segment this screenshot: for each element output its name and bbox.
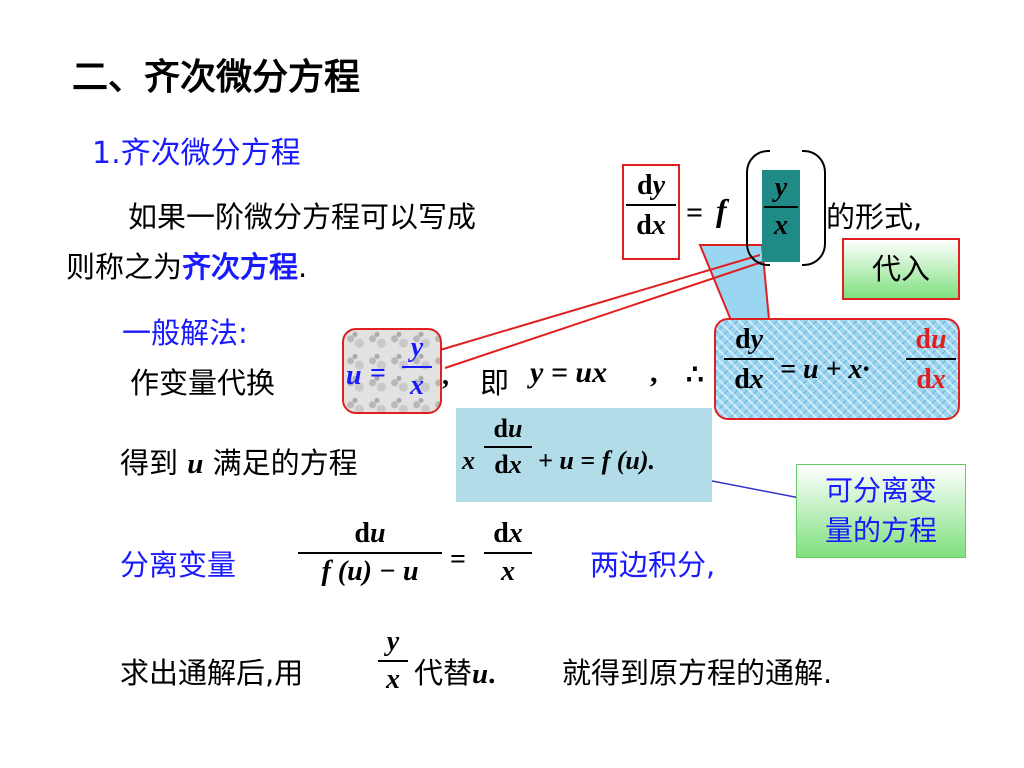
substitute-label-box: 代入 (842, 238, 960, 300)
sub-equals: = (370, 358, 386, 389)
change-variable-label: 作变量代换 (130, 366, 276, 400)
inner-highlight (762, 170, 800, 262)
eq1-f: f (716, 192, 727, 228)
conclusion-suffix: 就得到原方程的通解. (562, 656, 833, 690)
u-eq-x: x (462, 446, 475, 475)
get-u-line: 得到 u 满足的方程 (120, 446, 358, 480)
eq1-inner-fraction: y x (764, 172, 798, 242)
substitute-line-b (444, 261, 763, 369)
deriv-du-dx: du dx (906, 322, 956, 396)
right-paren (802, 150, 826, 266)
separate-equals: = (450, 544, 466, 575)
intro-line1: 如果一阶微分方程可以写成 (128, 200, 477, 234)
conclusion-mid: 代替u. (414, 656, 496, 690)
conclusion-fraction: y x (378, 626, 408, 696)
eq1-equals: = (686, 196, 704, 229)
separable-callout: 可分离变 量的方程 (796, 464, 966, 558)
conclusion-prefix: 求出通解后,用 (120, 656, 304, 690)
substitute-line-a (439, 254, 761, 351)
separate-lhs: du f (u) − u (298, 516, 442, 588)
sub-fraction: y x (402, 332, 432, 402)
eq1-lhs-fraction: dy dx (626, 168, 676, 242)
section-subtitle: 1.齐次微分方程 (92, 136, 301, 171)
sub-u: u (346, 360, 362, 391)
comma-2: , (650, 356, 658, 389)
separate-label: 分离变量 (120, 548, 237, 582)
sub-comma: , (442, 360, 449, 391)
u-equation-box (456, 408, 712, 502)
separate-rhs: dx x (484, 516, 532, 588)
substitution-box (342, 328, 442, 414)
derivative-callout (714, 318, 960, 420)
deriv-dy-dx: dy dx (724, 322, 774, 396)
page-title: 二、齐次微分方程 (72, 57, 361, 98)
method-heading: 一般解法: (122, 316, 248, 350)
integrate-label: 两边积分, (590, 548, 716, 582)
intro-line2: 则称之为齐次方程. (66, 250, 308, 284)
dy-dx-highlight-box (622, 164, 680, 260)
u-eq-fraction: du dx (484, 414, 532, 480)
u-eq-rest: + u = f (u). (538, 446, 656, 475)
therefore-symbol: ∴ (686, 360, 704, 391)
intro-formal-tail: 的形式, (826, 200, 923, 234)
deriv-rhs: = u + x· (780, 354, 870, 385)
ji-label: 即 (480, 366, 510, 400)
y-equals-ux: y = ux (530, 356, 608, 389)
homogeneous-term: 齐次方程 (182, 250, 299, 284)
